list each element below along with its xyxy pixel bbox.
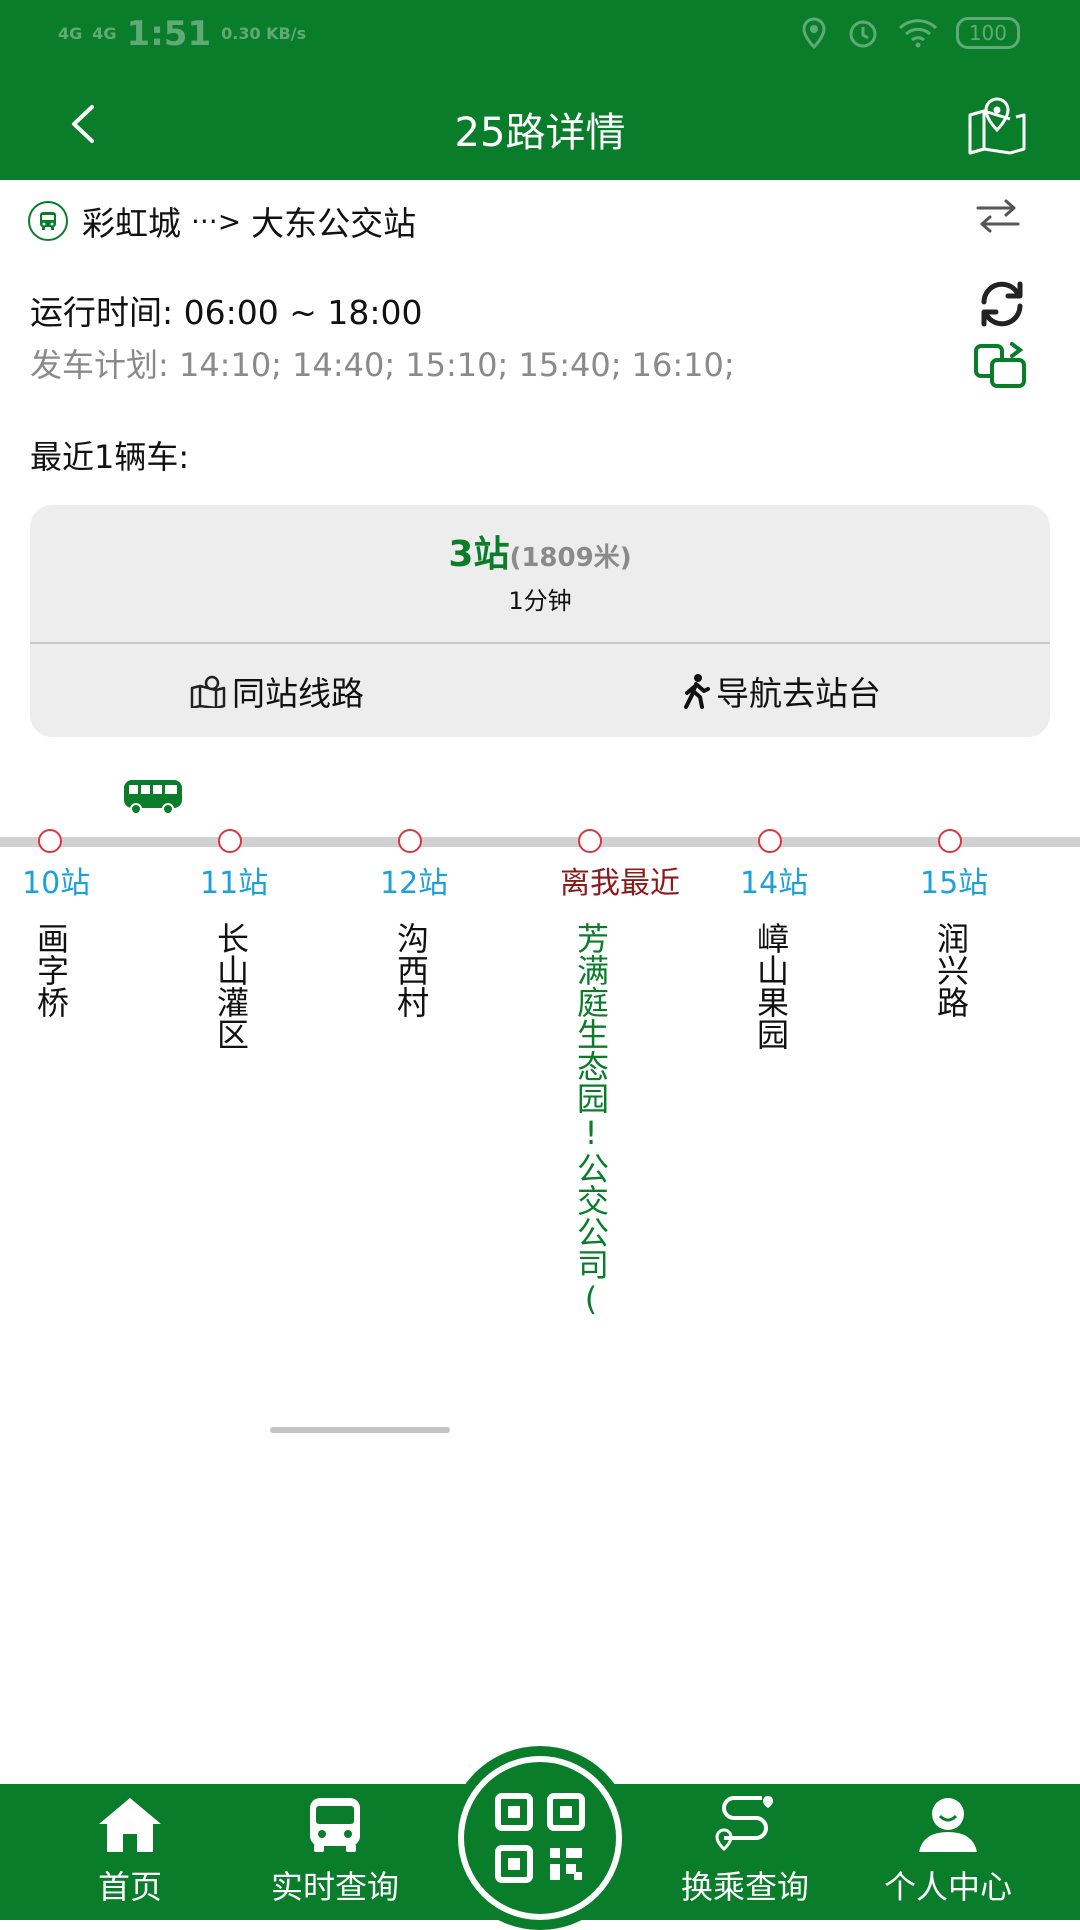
swap-direction-icon[interactable] <box>974 196 1022 236</box>
station-name[interactable]: 润兴路 <box>932 922 970 1018</box>
stops-away: 3站 <box>448 534 510 575</box>
same-station-lines-label: 同站线路 <box>232 674 364 713</box>
route-arrow: ···> <box>191 204 242 238</box>
departure-plan: 发车计划: 14:10; 14:40; 15:10; 15:40; 16:10; <box>30 346 735 384</box>
network-indicator-2: 4G <box>92 24 117 43</box>
home-icon <box>99 1798 161 1852</box>
distance-away: (1809米) <box>509 543 632 573</box>
eta-minutes: 1分钟 <box>508 587 572 615</box>
map-location-icon[interactable] <box>966 93 1028 155</box>
station-node[interactable] <box>938 829 962 853</box>
station-label: 15站 <box>920 866 989 901</box>
bus-icon <box>310 1798 360 1852</box>
same-station-lines-button[interactable]: 同站线路 <box>190 667 364 715</box>
status-bar: 4G 4G 1:51 0.30 KB/s 100 <box>0 0 1080 70</box>
station-name[interactable]: 嶂山果园 <box>752 922 790 1050</box>
route-icon <box>715 1796 773 1851</box>
tab-realtime-label: 实时查询 <box>270 1868 399 1906</box>
tab-home[interactable]: 首页 <box>70 1784 190 1920</box>
tab-profile[interactable]: 个人中心 <box>868 1784 1028 1920</box>
scroll-handle[interactable] <box>270 1427 450 1433</box>
station-node[interactable] <box>758 829 782 853</box>
route-line <box>0 837 1080 847</box>
station-label: 12站 <box>380 866 449 901</box>
nearest-bus-card: 3站(1809米) 1分钟 同站线路 导航去站台 <box>30 505 1050 737</box>
station-name[interactable]: 沟西村 <box>392 922 430 1018</box>
station-node[interactable] <box>218 829 242 853</box>
nearest-vehicle-heading: 最近1辆车: <box>30 438 190 476</box>
station-label: 14站 <box>740 866 809 901</box>
location-icon <box>802 17 826 49</box>
navigate-to-station-button[interactable]: 导航去站台 <box>682 667 881 715</box>
station-node[interactable] <box>578 829 602 853</box>
navigate-to-station-label: 导航去站台 <box>716 674 881 713</box>
station-label: 11站 <box>200 866 269 901</box>
operating-time: 运行时间: 06:00 ~ 18:00 <box>30 293 423 332</box>
qr-code-icon <box>495 1793 585 1883</box>
route-origin: 彩虹城 <box>82 204 181 243</box>
tab-transfer-label: 换乘查询 <box>680 1868 809 1906</box>
alarm-icon <box>849 20 877 48</box>
back-arrow-icon[interactable] <box>60 99 110 149</box>
station-label: 10站 <box>22 866 91 901</box>
walking-person-icon <box>684 674 710 709</box>
station-node[interactable] <box>398 829 422 853</box>
app-header: 4G 4G 1:51 0.30 KB/s 100 25路详情 <box>0 0 1080 180</box>
map-pin-icon <box>190 675 226 708</box>
route-destination: 大东公交站 <box>251 204 417 243</box>
qr-code-button[interactable] <box>448 1746 632 1930</box>
station-label: 离我最近 <box>560 866 680 901</box>
station-node[interactable] <box>38 829 62 853</box>
tab-realtime[interactable]: 实时查询 <box>250 1784 420 1920</box>
tab-home-label: 首页 <box>97 1868 162 1906</box>
bus-position-icon <box>124 780 182 815</box>
card-divider <box>30 642 1050 644</box>
status-time: 1:51 <box>126 14 212 54</box>
page-title: 25路详情 <box>454 110 626 156</box>
battery-indicator: 100 <box>955 17 1020 49</box>
station-name[interactable]: 画字桥 <box>32 922 70 1018</box>
network-speed: 0.30 KB/s <box>221 24 307 43</box>
refresh-icon[interactable] <box>974 278 1030 330</box>
network-indicator-1: 4G <box>58 24 83 43</box>
tab-profile-label: 个人中心 <box>883 1868 1012 1906</box>
tab-transfer[interactable]: 换乘查询 <box>660 1784 830 1920</box>
copy-schedule-icon[interactable] <box>972 340 1030 392</box>
bus-badge-icon <box>28 201 68 241</box>
wifi-icon <box>898 19 937 48</box>
station-name[interactable]: 芳满庭生态园!公交公司( <box>572 922 610 1318</box>
route-summary: 彩虹城 ···> 大东公交站 <box>28 198 1028 244</box>
station-name[interactable]: 长山灌区 <box>212 922 250 1050</box>
person-icon <box>919 1798 977 1852</box>
